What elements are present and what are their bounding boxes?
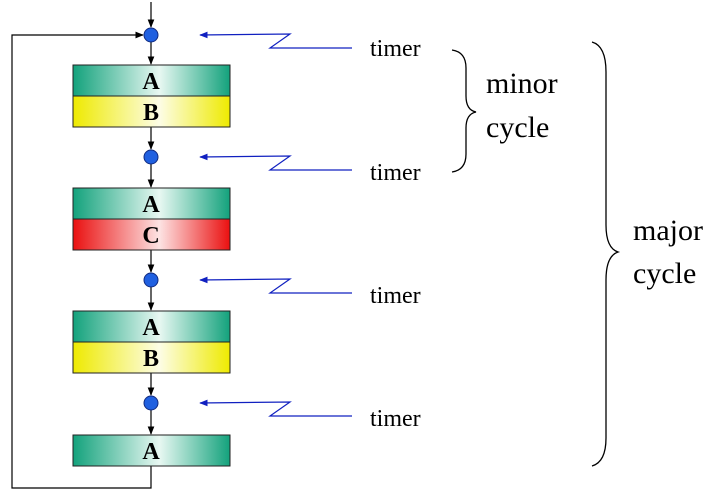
timer-node bbox=[143, 27, 159, 43]
task-block-a bbox=[72, 310, 231, 343]
task-label: B bbox=[143, 346, 159, 372]
timer-labels: timer timer timer timer bbox=[370, 36, 421, 432]
task-label: B bbox=[143, 100, 159, 126]
timer-signal-line bbox=[199, 399, 352, 417]
timer-label-3: timer bbox=[370, 283, 421, 309]
task-block-a bbox=[72, 434, 231, 467]
task-label: A bbox=[142, 192, 160, 218]
flow-layer bbox=[11, 2, 155, 489]
timer-signal-layer bbox=[199, 31, 352, 417]
task-label: C bbox=[142, 223, 159, 249]
task-label: A bbox=[142, 439, 160, 465]
minor-cycle-label-line2: cycle bbox=[486, 111, 549, 144]
timer-signal-line bbox=[199, 153, 352, 171]
major-cycle-label-line2: cycle bbox=[633, 257, 696, 290]
loop-back-line bbox=[11, 31, 152, 489]
minor-cycle-label-line1: minor bbox=[486, 67, 558, 100]
timer-label-4: timer bbox=[370, 406, 421, 432]
task-block-b bbox=[72, 341, 231, 374]
minor-cycle-brace bbox=[451, 49, 477, 173]
major-cycle-brace bbox=[591, 41, 621, 467]
timer-node bbox=[143, 395, 159, 411]
task-label: A bbox=[142, 315, 160, 341]
timer-signal-line bbox=[199, 276, 352, 294]
task-block-a bbox=[72, 187, 231, 220]
timer-node bbox=[143, 149, 159, 165]
task-label: A bbox=[142, 69, 160, 95]
major-cycle-label-line1: major bbox=[633, 214, 703, 247]
timer-signal-line bbox=[199, 31, 352, 49]
task-block-a bbox=[72, 64, 231, 97]
timer-node bbox=[143, 272, 159, 288]
timer-label-1: timer bbox=[370, 36, 421, 62]
task-block-b bbox=[72, 95, 231, 128]
timer-node-layer bbox=[143, 27, 159, 411]
timer-label-2: timer bbox=[370, 160, 421, 186]
task-block-c bbox=[72, 218, 231, 251]
